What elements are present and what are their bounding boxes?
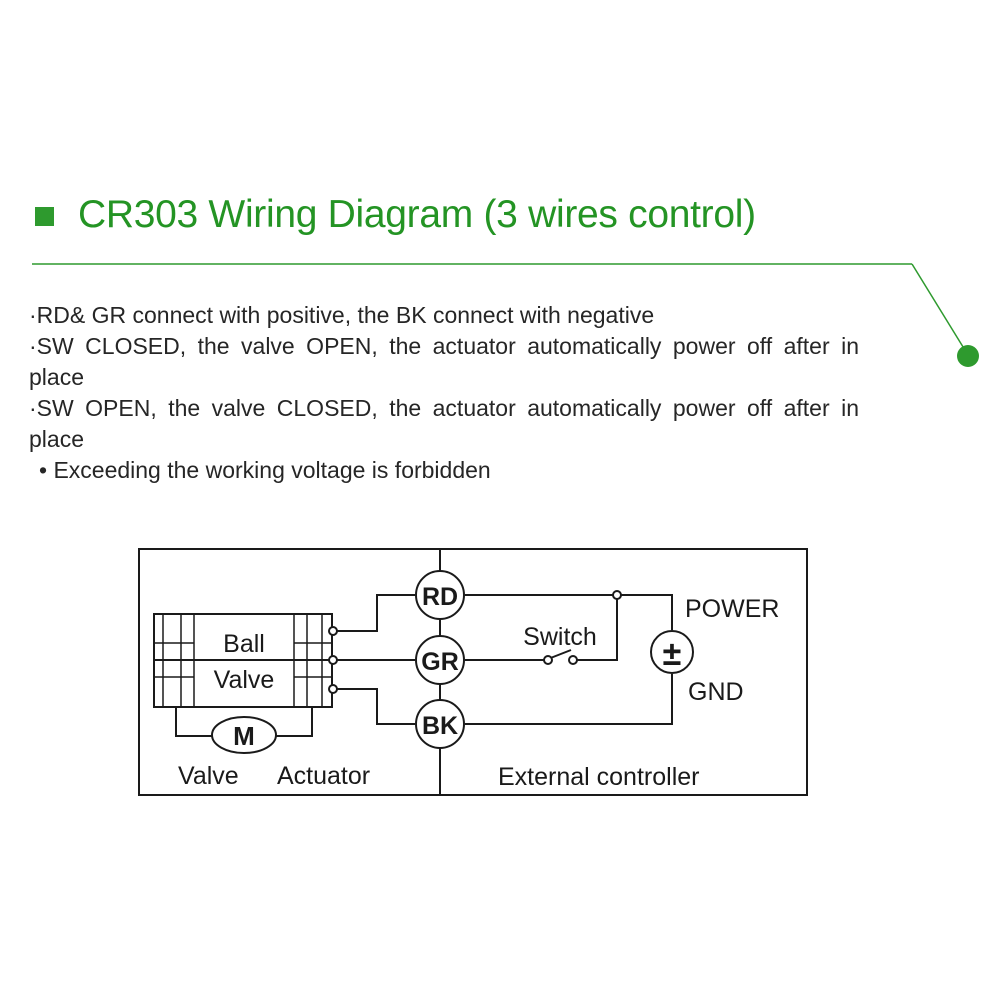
page-title: CR303 Wiring Diagram (3 wires control) <box>78 193 756 236</box>
terminal-gr <box>415 635 465 685</box>
note-item: ·RD& GR connect with positive, the BK co… <box>29 302 655 328</box>
ball-valve <box>153 613 333 708</box>
controller-wires <box>465 594 673 725</box>
underline-end-dot <box>957 345 979 367</box>
valve-section-label: Valve <box>178 762 239 790</box>
terminal-bk-label: BK <box>422 712 458 740</box>
valve-terminal <box>328 684 338 694</box>
note-item: ·SW OPEN, the valve CLOSED, the actuator… <box>29 395 859 452</box>
wiring-notes: ·RD& GR connect with positive, the BK co… <box>29 300 859 486</box>
terminal-gr-label: GR <box>421 648 459 676</box>
valve-terminal <box>328 626 338 636</box>
note-item: • Exceeding the working voltage is forbi… <box>39 457 491 483</box>
motor-label: M <box>233 721 255 751</box>
power-source-icon <box>650 630 694 674</box>
switch-label: Switch <box>523 623 597 651</box>
note-item: ·SW CLOSED, the valve OPEN, the actuator… <box>29 333 859 390</box>
power-symbol: ± <box>663 635 682 673</box>
valve-terminal <box>328 655 338 665</box>
power-label: POWER <box>685 595 779 623</box>
terminal-rd-label: RD <box>422 583 458 611</box>
diagram-frame <box>138 548 808 796</box>
ball-label: Ball <box>223 630 265 658</box>
terminal-rd <box>415 570 465 620</box>
switch-contact <box>568 655 578 665</box>
terminal-bk <box>415 699 465 749</box>
gnd-label: GND <box>688 678 744 706</box>
title-bullet-square <box>35 207 54 226</box>
motor-leads <box>175 707 313 737</box>
external-controller-label: External controller <box>498 763 699 791</box>
valve-wires <box>337 594 415 725</box>
junction-node <box>612 590 622 600</box>
switch-contact <box>543 655 553 665</box>
actuator-section-label: Actuator <box>277 762 370 790</box>
motor-icon <box>211 716 277 754</box>
valve-label: Valve <box>214 666 275 694</box>
